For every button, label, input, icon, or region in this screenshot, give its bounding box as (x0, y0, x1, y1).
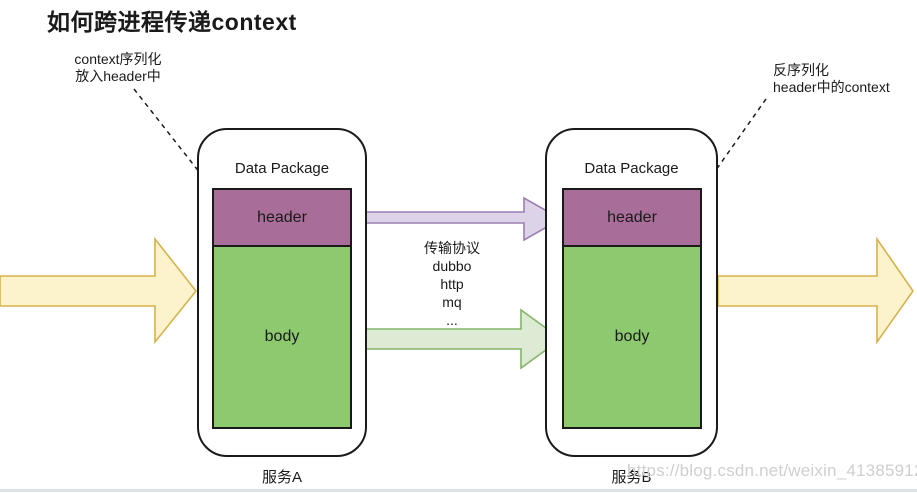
deserialize-annotation-line1: 反序列化 (773, 62, 829, 78)
page-title: 如何跨进程传递context (47, 9, 297, 35)
transport-protocols-title: 传输协议 (424, 240, 480, 256)
service-a-body-segment: body (212, 245, 352, 429)
header-transfer-arrow-icon (350, 196, 563, 242)
protocol-item: mq (442, 294, 462, 310)
service-b-header-segment: header (562, 188, 702, 247)
body-transfer-arrow-icon (350, 308, 563, 370)
bottom-divider (0, 489, 917, 492)
service-b-caption: 服务B (611, 469, 652, 486)
transport-protocols-list: 传输协议 dubbo http mq ... (392, 239, 512, 329)
service-a-package-title: Data Package (234, 160, 330, 177)
watermark-url: https://blog.csdn.net/weixin_41385912 (627, 461, 917, 480)
outbound-flow-arrow-icon (717, 236, 914, 345)
service-b-package-box: Data Package header body (545, 128, 718, 457)
protocol-item: ... (446, 312, 458, 328)
service-b-package-title: Data Package (584, 160, 679, 177)
deserialize-annotation-line2: header中的context (773, 79, 890, 95)
serialize-annotation: context序列化 放入header中 (62, 51, 174, 85)
service-b-body-segment: body (562, 245, 702, 429)
deserialize-annotation: 反序列化 header中的context (773, 62, 913, 96)
serialize-annotation-line1: context序列化 (74, 51, 162, 67)
service-a-header-segment: header (212, 188, 352, 247)
inbound-flow-arrow-icon (0, 236, 198, 345)
service-a-caption: 服务A (261, 469, 302, 486)
protocol-item: dubbo (432, 258, 472, 274)
serialize-connector-line (133, 88, 212, 188)
protocol-item: http (440, 276, 464, 292)
serialize-annotation-line2: 放入header中 (75, 68, 161, 84)
service-a-package-box: Data Package header body (197, 128, 367, 457)
